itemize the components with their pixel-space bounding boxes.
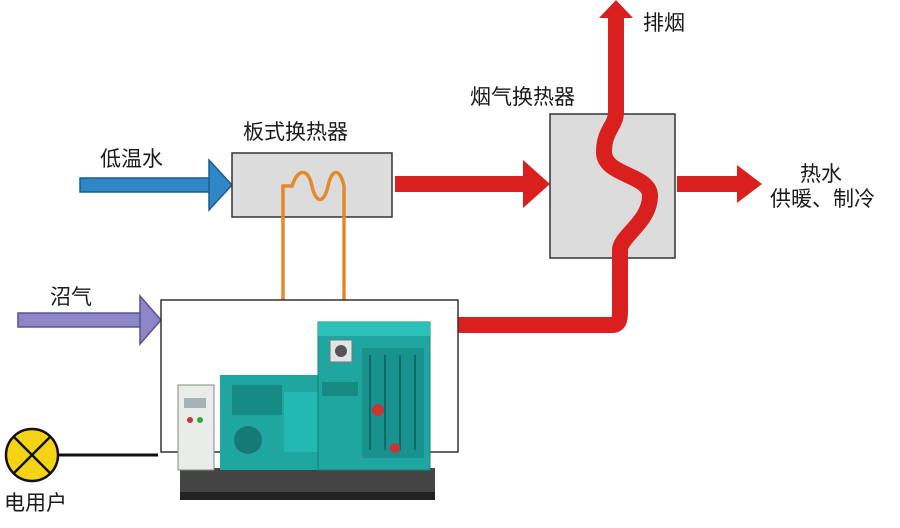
generator-icon	[177, 321, 435, 500]
hot-water-pipe-1	[395, 160, 550, 208]
electricity-user-label: 电用户	[4, 491, 67, 515]
hot-water-output-arrow	[677, 165, 762, 203]
hot-water-label: 热水	[800, 162, 842, 186]
exhaust-smoke-label: 排烟	[643, 11, 685, 35]
low-temp-water-label: 低温水	[100, 147, 163, 171]
lamp-icon	[4, 427, 60, 483]
biogas-label: 沼气	[50, 285, 92, 309]
low-temp-water-arrow	[79, 158, 234, 212]
flue-gas-heat-exchanger-label: 烟气换热器	[470, 85, 575, 109]
heat-loop	[281, 170, 346, 300]
exhaust-pipe	[458, 0, 658, 333]
heating-cooling-label: 供暖、制冷	[770, 187, 875, 211]
biogas-arrow	[17, 294, 162, 346]
plate-heat-exchanger-label: 板式换热器	[243, 120, 348, 144]
